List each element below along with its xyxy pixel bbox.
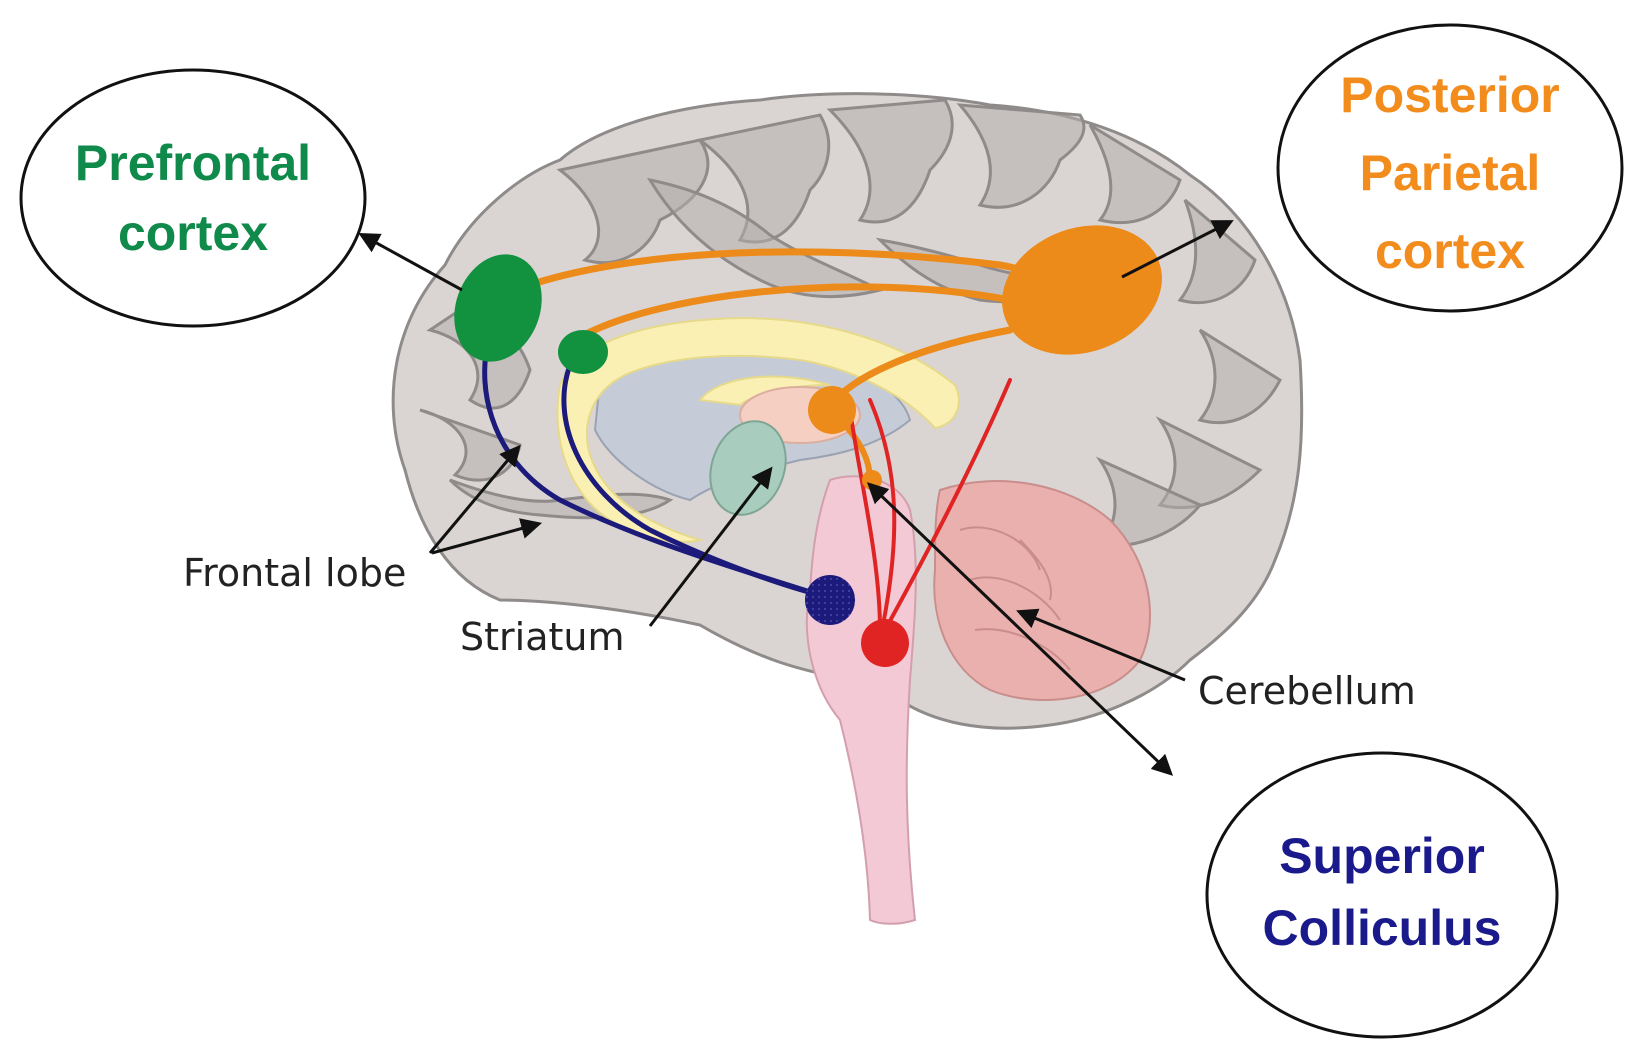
callout-prefrontal-line2: cortex [118,205,268,261]
label-cerebellum: Cerebellum [1198,669,1416,713]
brain-illustration [393,94,1302,924]
prefrontal-region-small [558,330,608,374]
red-brainstem-node [861,619,909,667]
callout-posterior-parietal-line1: Posterior [1340,67,1560,123]
label-striatum: Striatum [460,615,625,659]
callout-prefrontal-line1: Prefrontal [75,135,311,191]
label-frontal-lobe: Frontal lobe [183,551,406,595]
callout-posterior-parietal-line3: cortex [1375,223,1525,279]
callout-superior-colliculus: Superior Colliculus [1207,753,1557,1037]
callout-superior-colliculus-line1: Superior [1279,828,1485,884]
callout-prefrontal: Prefrontal cortex [21,70,365,326]
callout-superior-colliculus-line2: Colliculus [1263,900,1502,956]
superior-colliculus-node [805,575,855,625]
callout-posterior-parietal: Posterior Parietal cortex [1278,25,1622,311]
brainstem [807,476,916,924]
callout-superior-colliculus-oval [1207,753,1557,1037]
callout-posterior-parietal-line2: Parietal [1360,145,1541,201]
callout-prefrontal-oval [21,70,365,326]
thalamic-orange-node [808,386,856,434]
